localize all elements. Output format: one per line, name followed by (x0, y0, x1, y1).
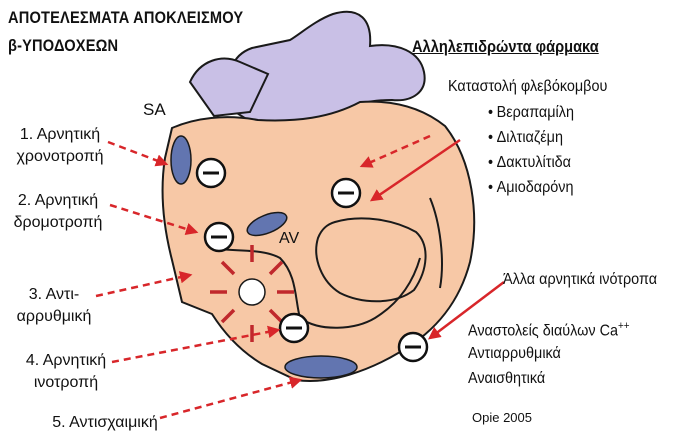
ca-blockers-item: Αναστολείς διαύλων Ca++ (468, 320, 630, 340)
sa-label: SA (143, 100, 166, 120)
other-inotropes-heading: Άλλα αρνητικά ινότροπα (503, 271, 657, 289)
minus-circle-icon (399, 333, 427, 361)
drug-item: Δακτυλίτιδα (488, 154, 571, 172)
minus-circle-icon (332, 179, 360, 207)
minus-circle-icon (197, 159, 225, 187)
arrow-chronotropy (108, 142, 166, 164)
anesthetics-item: Αναισθητικά (468, 370, 545, 388)
arrow-antiischemic (160, 380, 300, 418)
sinus-suppression-heading: Καταστολή φλεβόκομβου (448, 78, 607, 96)
effect-antiischemic: 5. Αντισχαιμική (30, 412, 180, 434)
drug-item: Διλτιαζέμη (488, 129, 563, 147)
title-line-1: ΑΠΟΤΕΛΕΣΜΑΤΑ ΑΠΟΚΛΕΙΣΜΟΥ (8, 8, 243, 28)
minus-circle-icon (205, 223, 233, 251)
credit-text: Opie 2005 (472, 410, 532, 425)
drug-item: Αμιοδαρόνη (488, 179, 574, 197)
title-line-2: β-ΥΠΟΔΟΧΕΩΝ (8, 36, 118, 56)
burst-center (239, 279, 265, 305)
drug-item: Βεραπαμίλη (488, 104, 574, 122)
interacting-drugs-header: Αλληλεπιδρώντα φάρμακα (412, 37, 599, 57)
antiarrhythmics-item: Αντιαρρυθμικά (468, 345, 561, 363)
coronary-vessel (285, 356, 357, 378)
av-label: AV (279, 230, 299, 248)
sa-node (171, 136, 191, 184)
minus-circle-icon (280, 314, 308, 342)
effect-antiarrhythmic: 3. Αντι-αρρυθμική (4, 284, 104, 328)
